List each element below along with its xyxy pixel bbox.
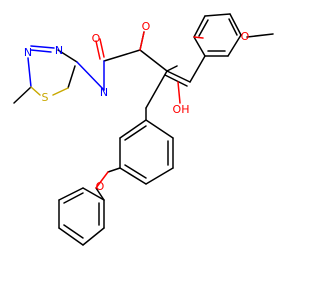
atom-label-oxygen: O xyxy=(96,180,105,193)
atom-label-sulfur: S xyxy=(42,91,49,104)
atom-label-nitrogen: N xyxy=(55,44,63,57)
nitrogen-bonds xyxy=(27,45,105,91)
molecule-structure: O O O OH N N N S O xyxy=(13,13,274,246)
carbon-bonds xyxy=(13,13,274,246)
sulfur-bonds xyxy=(30,86,69,96)
atom-label-hydroxyl: OH xyxy=(173,103,190,116)
atom-label-oxygen: O xyxy=(142,20,151,33)
atom-label-nitrogen: N xyxy=(100,86,108,99)
atom-label-nitrogen: N xyxy=(24,46,32,59)
atom-label-oxygen: O xyxy=(241,30,250,43)
oxygen-bonds xyxy=(95,31,204,189)
molecule-diagram: O O O OH N N N S O xyxy=(13,13,274,246)
atom-label-oxygen: O xyxy=(92,32,101,45)
